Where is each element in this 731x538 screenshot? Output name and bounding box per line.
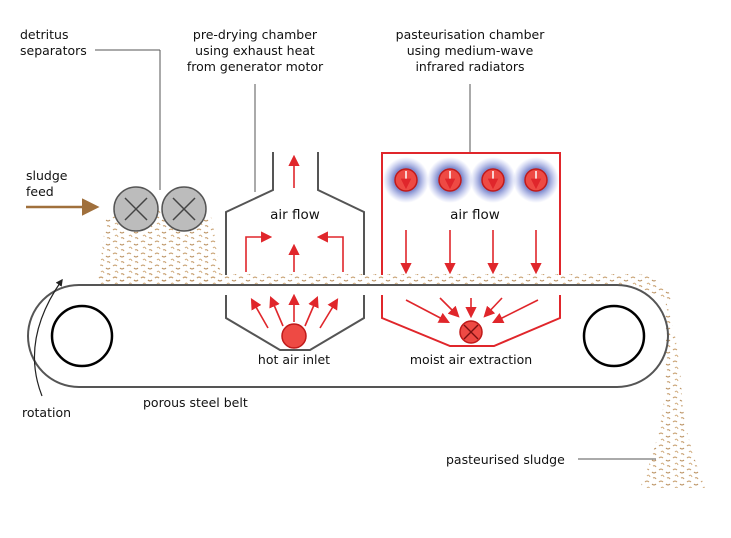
detritus-label-line-1: detritus bbox=[20, 27, 68, 42]
infrared-radiator-icon bbox=[383, 157, 429, 203]
air-flow-right-label: air flow bbox=[450, 207, 500, 223]
sludge-feed-label-line-1: sludge bbox=[26, 168, 68, 183]
sludge-falling-stream bbox=[640, 296, 705, 488]
predrying-label-line-2: using exhaust heat bbox=[195, 43, 315, 58]
pasteurisation-label-line-2: using medium-wave bbox=[407, 43, 534, 58]
left-drive-roller bbox=[50, 304, 114, 368]
detritus-label-line-2: separators bbox=[20, 43, 87, 58]
pasteurisation-airflow-arrows bbox=[400, 230, 542, 324]
pasteurisation-upper-housing bbox=[381, 152, 561, 275]
predrying-label-line-1: pre-drying chamber bbox=[193, 27, 318, 42]
pasteurisation-chamber bbox=[381, 84, 561, 347]
conveyor bbox=[27, 284, 669, 388]
sludge-layer-on-belt bbox=[98, 274, 672, 300]
porous-steel-belt bbox=[27, 284, 669, 388]
rotation-arrow bbox=[33, 278, 63, 397]
right-drive-roller bbox=[582, 304, 646, 368]
crossed-circle-icon bbox=[459, 320, 483, 344]
infrared-radiator-icon bbox=[427, 157, 473, 203]
labels: detritus separators sludge feed pre-dryi… bbox=[20, 27, 565, 467]
infrared-radiator-icon bbox=[470, 157, 516, 203]
predrying-lower-hopper bbox=[225, 295, 365, 351]
pasteurisation-label-line-1: pasteurisation chamber bbox=[396, 27, 546, 42]
hot-air-inlet-label: hot air inlet bbox=[258, 352, 330, 367]
sludge-feed-label-line-2: feed bbox=[26, 184, 54, 199]
predrying-airflow-arrows bbox=[245, 154, 344, 329]
predrying-label-line-3: from generator motor bbox=[187, 59, 324, 74]
infrared-radiator-icon bbox=[513, 157, 559, 203]
crossed-circle-icon bbox=[113, 186, 159, 232]
predrying-upper-hood bbox=[225, 152, 365, 275]
crossed-circle-icon bbox=[161, 186, 207, 232]
hot-air-inlet-icon bbox=[281, 323, 307, 349]
rotation-label: rotation bbox=[22, 405, 71, 420]
porous-belt-label: porous steel belt bbox=[143, 395, 248, 410]
pre-drying-chamber bbox=[225, 84, 365, 351]
pasteurisation-label-line-3: infrared radiators bbox=[415, 59, 524, 74]
detritus-separators bbox=[95, 49, 207, 232]
pasteurisation-lower-hopper bbox=[381, 295, 561, 347]
pasteurised-sludge-label: pasteurised sludge bbox=[446, 452, 565, 467]
air-flow-left-label: air flow bbox=[270, 207, 320, 223]
moist-air-extraction-label: moist air extraction bbox=[410, 352, 532, 367]
